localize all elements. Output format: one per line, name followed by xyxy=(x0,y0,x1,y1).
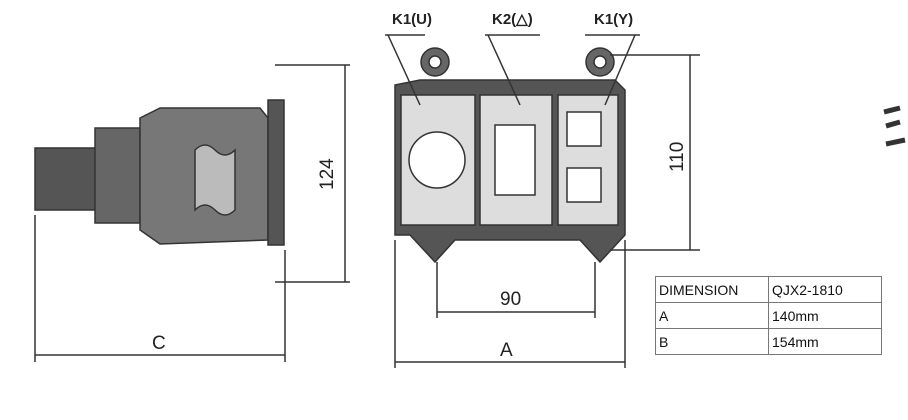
table-row: B 154mm xyxy=(655,328,882,355)
table-cell: 154mm xyxy=(768,328,882,355)
table-cell: A xyxy=(655,302,769,329)
label-k2-delta: K2(△) xyxy=(492,11,533,28)
table-cell: B xyxy=(655,328,769,355)
header-cell: DIMENSION xyxy=(655,276,769,303)
dim-124: 124 xyxy=(317,158,338,190)
front-view xyxy=(385,34,700,368)
table-row: A 140mm xyxy=(655,302,882,329)
dim-c: C xyxy=(152,333,166,354)
dim-a: A xyxy=(500,340,513,361)
dim-90: 90 xyxy=(500,289,521,310)
table-cell: 140mm xyxy=(768,302,882,329)
partial-figure-edge xyxy=(883,105,906,147)
table-header-row: DIMENSION QJX2-1810 xyxy=(655,276,882,303)
dimension-table: DIMENSION QJX2-1810 A 140mm B 154mm xyxy=(655,276,882,355)
label-k1-u: K1(U) xyxy=(392,11,432,28)
label-k1-y: K1(Y) xyxy=(594,11,633,28)
dim-110: 110 xyxy=(667,142,688,172)
header-cell: QJX2-1810 xyxy=(768,276,882,303)
side-view xyxy=(34,64,350,362)
